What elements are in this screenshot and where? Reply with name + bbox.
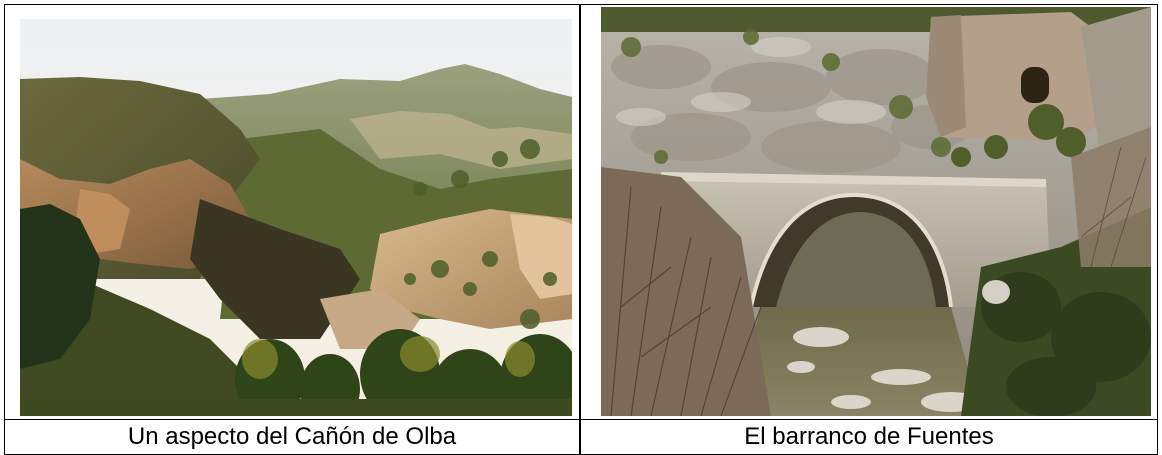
caption-cell-canyon: Un aspecto del Cañón de Olba [4,419,580,455]
canyon-photo [20,19,572,416]
canyon-landscape-image [20,19,572,416]
photo-cell-canyon [4,4,580,420]
bridge-photo [601,7,1151,416]
caption-canyon: Un aspecto del Cañón de Olba [127,423,457,450]
stone-bridge-image [601,7,1151,416]
photo-cell-bridge [580,4,1158,420]
caption-cell-bridge: El barranco de Fuentes [580,419,1158,455]
caption-bridge: El barranco de Fuentes [744,423,994,450]
